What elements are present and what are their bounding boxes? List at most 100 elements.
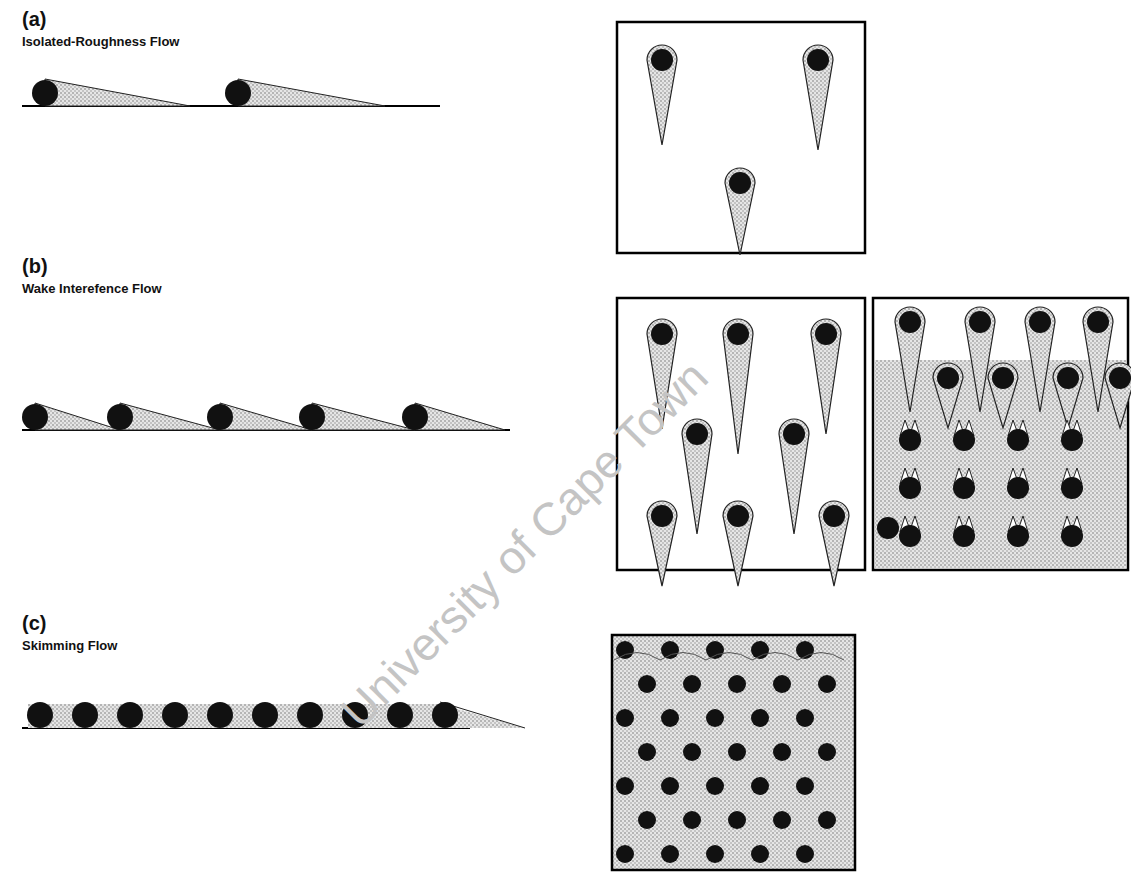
roughness-element	[1061, 525, 1083, 547]
roughness-element	[818, 811, 836, 829]
roughness-element	[953, 429, 975, 451]
roughness-element	[683, 743, 701, 761]
roughness-element	[815, 323, 837, 345]
roughness-element	[751, 777, 769, 795]
roughness-element	[823, 505, 845, 527]
roughness-element	[751, 641, 769, 659]
roughness-element	[899, 311, 921, 333]
roughness-element	[796, 709, 814, 727]
roughness-element	[1061, 429, 1083, 451]
roughness-element	[616, 777, 634, 795]
regime-title: Wake Interefence Flow	[22, 281, 162, 296]
roughness-element	[773, 743, 791, 761]
roughness-element	[1087, 311, 1109, 333]
wake-plan	[819, 501, 849, 586]
panel-letter: (b)	[22, 255, 48, 278]
roughness-element	[661, 641, 679, 659]
roughness-element	[1007, 477, 1029, 499]
roughness-element	[117, 702, 143, 728]
roughness-element	[72, 702, 98, 728]
roughness-element	[638, 675, 656, 693]
roughness-element	[899, 477, 921, 499]
roughness-element	[683, 675, 701, 693]
wake-region	[312, 403, 415, 430]
roughness-element	[638, 743, 656, 761]
roughness-element	[252, 702, 278, 728]
roughness-element	[751, 709, 769, 727]
roughness-element	[683, 811, 701, 829]
roughness-element	[661, 777, 679, 795]
roughness-element	[651, 323, 673, 345]
roughness-element	[992, 367, 1014, 389]
wake-plan	[1053, 363, 1083, 428]
wake-region	[120, 403, 220, 430]
wake-region	[220, 403, 312, 430]
roughness-element	[796, 845, 814, 863]
roughness-element	[402, 404, 428, 430]
wake-plan	[725, 168, 755, 255]
plan-view-frame	[612, 635, 855, 870]
roughness-element	[616, 641, 634, 659]
plan-view-frame	[873, 298, 1128, 570]
wake-plan	[647, 501, 677, 586]
roughness-element	[727, 505, 749, 527]
wake-plan	[988, 363, 1018, 428]
roughness-element	[728, 743, 746, 761]
roughness-element	[32, 80, 58, 106]
roughness-element	[706, 709, 724, 727]
roughness-element	[299, 404, 325, 430]
regime-title: Isolated-Roughness Flow	[22, 34, 179, 49]
wake-region	[415, 403, 505, 430]
roughness-element	[616, 709, 634, 727]
roughness-element	[899, 429, 921, 451]
wake-plan	[723, 501, 753, 586]
roughness-element	[728, 811, 746, 829]
wake-region	[45, 79, 190, 106]
roughness-element	[729, 172, 751, 194]
roughness-element	[1007, 525, 1029, 547]
roughness-element	[22, 404, 48, 430]
wake-plan	[895, 307, 925, 412]
wake-plan	[803, 45, 833, 150]
roughness-element	[899, 525, 921, 547]
roughness-element	[706, 641, 724, 659]
roughness-element	[1061, 477, 1083, 499]
wake-plan	[1083, 307, 1113, 412]
wake-plan	[1025, 307, 1055, 412]
skim-line	[614, 653, 844, 661]
roughness-element	[807, 49, 829, 71]
roughness-element	[651, 49, 673, 71]
roughness-element	[27, 702, 53, 728]
roughness-element	[616, 845, 634, 863]
roughness-element	[432, 702, 458, 728]
roughness-element	[1109, 367, 1131, 389]
roughness-element	[1057, 367, 1079, 389]
roughness-element	[686, 423, 708, 445]
wake-plan	[682, 419, 712, 534]
wake-plan	[779, 419, 809, 534]
roughness-element	[651, 505, 673, 527]
wake-plan	[723, 319, 753, 454]
roughness-element	[953, 477, 975, 499]
wake-plan	[933, 363, 963, 428]
roughness-element	[1007, 429, 1029, 451]
roughness-element	[953, 525, 975, 547]
wake-plan	[965, 307, 995, 412]
roughness-element	[937, 367, 959, 389]
roughness-element	[207, 702, 233, 728]
roughness-element	[818, 743, 836, 761]
roughness-element	[727, 323, 749, 345]
roughness-element	[783, 423, 805, 445]
roughness-element	[773, 811, 791, 829]
wake-plan	[647, 45, 677, 145]
roughness-element	[661, 845, 679, 863]
roughness-element	[162, 702, 188, 728]
roughness-element	[638, 811, 656, 829]
regime-title: Skimming Flow	[22, 638, 117, 653]
roughness-element	[1029, 311, 1051, 333]
roughness-element	[225, 80, 251, 106]
roughness-element	[661, 709, 679, 727]
roughness-element	[728, 675, 746, 693]
roughness-element	[207, 404, 233, 430]
